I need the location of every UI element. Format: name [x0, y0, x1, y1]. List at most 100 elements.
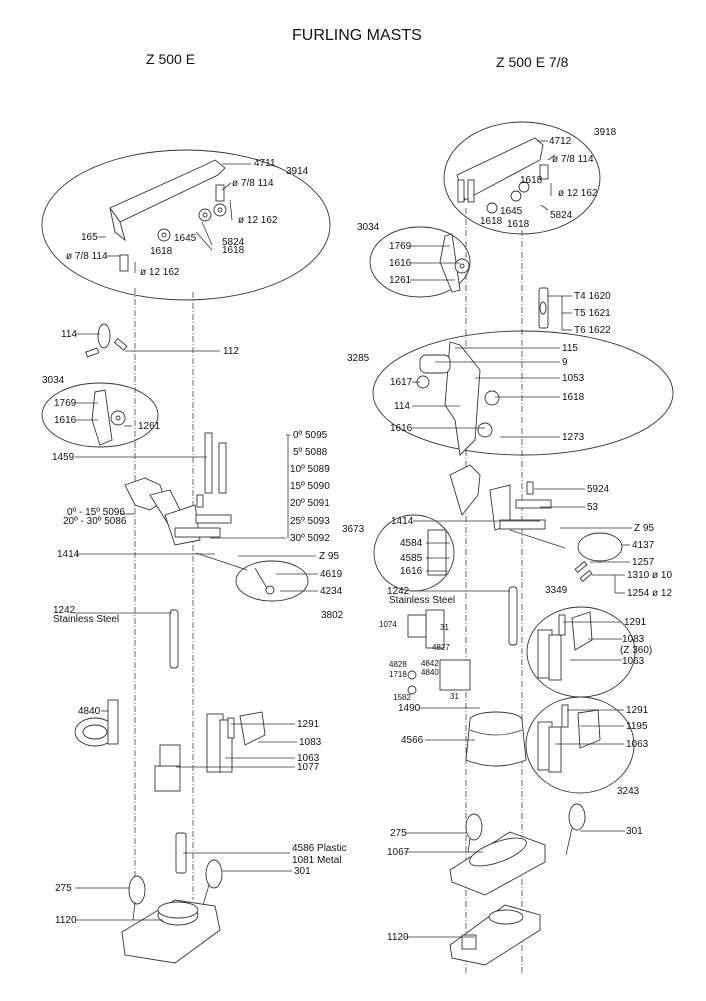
part-label: 1618: [480, 216, 503, 227]
part-label: 1616: [390, 423, 413, 434]
part-label: 4840: [421, 668, 439, 677]
assembly-label: 3285: [347, 353, 370, 364]
assembly-label: 3349: [545, 585, 568, 596]
part-label: ø 12 162: [140, 267, 180, 278]
part-label: 1618: [150, 246, 173, 257]
left-model-heading: Z 500 E: [146, 51, 196, 67]
part-label: 1195: [626, 721, 648, 732]
part-label: 1769: [389, 241, 412, 252]
part-label: 5824: [550, 210, 573, 221]
left-swivel: [91, 389, 126, 446]
part-label: 4842: [421, 659, 439, 668]
part-label: 1067: [387, 847, 410, 858]
part-label: 20º - 30º 5086: [63, 516, 127, 527]
left-leader-lines: [74, 163, 318, 921]
part-label: 1077: [297, 762, 320, 773]
part-label: 1074: [379, 620, 397, 629]
left-mast-base: [121, 899, 221, 964]
left-mast-head: [109, 159, 227, 272]
material-note: Stainless Steel: [389, 595, 456, 606]
right-mast-head: [456, 137, 549, 214]
part-label: 4566: [401, 735, 424, 746]
part-label: 301: [294, 866, 311, 877]
part-label: 1616: [389, 258, 412, 269]
right-sail-feeder-1242: [508, 586, 518, 646]
part-label: (Z 360): [620, 645, 653, 656]
part-label: 1261: [138, 421, 161, 432]
angle-option: 20º 5091: [290, 498, 330, 509]
part-label: 1718: [389, 670, 407, 679]
part-label: 1645: [500, 206, 523, 217]
part-label: 1618: [222, 245, 245, 256]
right-furling-line-parts: [407, 609, 471, 695]
part-label: ø 7/8 114: [232, 178, 274, 189]
part-label: 1242: [387, 586, 410, 597]
part-label: 4712: [549, 136, 572, 147]
left-winch-bracket: [206, 711, 266, 773]
part-label: T5 1621: [574, 308, 611, 319]
left-head-assembly-outline: [41, 149, 331, 301]
right-block-301: [565, 803, 586, 856]
left-shackle-114: [85, 323, 128, 358]
right-winch-assembly-3243-outline: [525, 696, 635, 794]
right-model-heading: Z 500 E 7/8: [496, 54, 569, 70]
part-label: 1063: [622, 656, 645, 667]
page-title: FURLING MASTS: [292, 27, 422, 44]
part-label: 114: [394, 401, 410, 412]
left-block-301: [202, 859, 223, 906]
part-label: 1273: [562, 432, 585, 443]
left-swivel-assembly-outline: [41, 382, 159, 448]
part-label: 4137: [632, 540, 655, 551]
part-label: 275: [55, 883, 72, 894]
part-label: 1645: [174, 233, 197, 244]
right-head-assembly-outline: [443, 121, 601, 235]
part-label: 1291: [626, 705, 649, 716]
part-label: 4828: [389, 660, 407, 669]
part-label: 5824: [222, 237, 245, 248]
part-label: 31: [450, 692, 459, 701]
right-swivel-assembly-outline: [369, 226, 471, 298]
assembly-label: 3802: [321, 610, 344, 621]
part-label: 1616: [54, 415, 77, 426]
part-label: 4584: [400, 538, 423, 549]
left-3802-assembly-outline: [235, 560, 309, 602]
part-label: 1083: [299, 737, 322, 748]
left-ring-4840: [74, 699, 119, 747]
angle-option: 15º 5090: [290, 481, 330, 492]
part-label: 1616: [400, 566, 423, 577]
part-label: 1063: [297, 753, 320, 764]
part-label: 1063: [626, 739, 649, 750]
part-label: 1618: [507, 219, 530, 230]
assembly-label: 3034: [357, 222, 380, 233]
right-mast-base-1120: [449, 904, 541, 966]
part-label: 1618: [562, 392, 585, 403]
right-gooseneck-assembly-outline: [372, 330, 674, 456]
angle-option: 10º 5089: [290, 464, 330, 475]
left-foil-sections: [204, 432, 227, 494]
part-label: 1490: [398, 703, 421, 714]
part-label: 1257: [632, 557, 655, 568]
part-label: 1414: [391, 516, 414, 527]
part-label: ø 12 162: [238, 215, 278, 226]
part-label: 4619: [320, 569, 343, 580]
part-label: 114: [61, 329, 77, 340]
part-label: ø 7/8 114: [66, 251, 108, 262]
assembly-label: 3673: [342, 524, 365, 535]
left-sail-feeder-1242: [169, 609, 179, 669]
assembly-label: 3918: [594, 127, 617, 138]
part-label: 4711: [254, 158, 276, 169]
part-label: 1618: [520, 175, 543, 186]
part-label: 4827: [432, 643, 450, 652]
part-label: 1261: [389, 275, 412, 286]
assembly-label: 3034: [42, 375, 65, 386]
part-label: 1291: [297, 719, 320, 730]
right-leader-lines: [405, 140, 632, 938]
left-tack-fitting: [254, 567, 275, 595]
left-gooseneck-bracket: [124, 477, 232, 546]
part-label: T6 1622: [574, 325, 611, 336]
part-label: 165: [81, 232, 98, 243]
part-label: 301: [626, 826, 643, 837]
part-label: 1310 ø 10: [627, 570, 673, 581]
part-label: 1414: [57, 549, 80, 560]
